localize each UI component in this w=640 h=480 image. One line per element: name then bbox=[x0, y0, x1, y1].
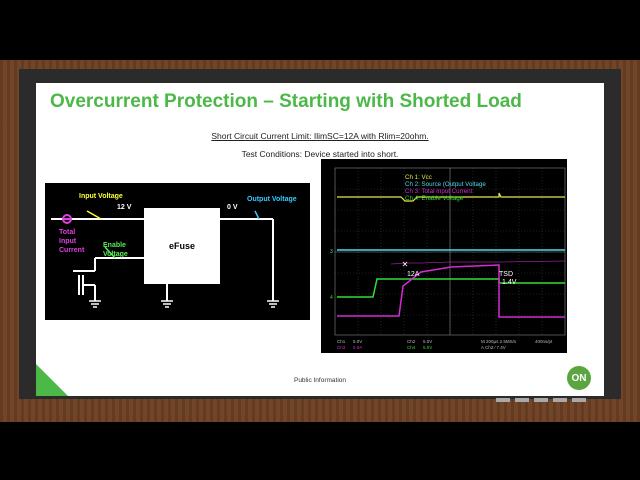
corner-accent bbox=[36, 364, 68, 396]
status-ch1-label: Ch1 bbox=[337, 339, 346, 344]
total-input-current-label-2: Input bbox=[59, 238, 77, 245]
chalk-tray-3 bbox=[534, 398, 548, 402]
on-semiconductor-logo: ON bbox=[567, 366, 591, 390]
marker-ch3: 3 bbox=[330, 249, 333, 255]
status-ch3-label: Ch3 bbox=[337, 345, 346, 350]
annotation-tsd: TSD bbox=[499, 271, 513, 278]
chalk-tray-2 bbox=[515, 398, 529, 402]
output-voltage-label: Output Voltage bbox=[247, 196, 297, 203]
output-voltage-value: 0 V bbox=[227, 204, 238, 211]
test-conditions-text: Test Conditions: Device started into sho… bbox=[241, 149, 399, 159]
footer-public-information: Public Information bbox=[293, 377, 347, 384]
status-timebase: M 200µs 2.5MS/s bbox=[481, 339, 517, 344]
annotation-12a: 12A bbox=[407, 271, 420, 278]
annotation-tsd-voltage: 1.4V bbox=[502, 279, 517, 286]
total-input-current-label-1: Total bbox=[59, 229, 75, 236]
current-limit-text: Short Circuit Current Limit: IlimSC=12A … bbox=[211, 131, 429, 141]
chalk-tray-4 bbox=[553, 398, 567, 402]
chalkboard-frame: Overcurrent Protection – Starting with S… bbox=[0, 60, 640, 422]
enable-voltage-label-2: Voltage bbox=[103, 251, 128, 258]
svg-text:✕: ✕ bbox=[402, 260, 409, 269]
efuse-schematic: eFuse Input Voltage 12 V 0 V Output Volt… bbox=[45, 183, 310, 320]
marker-ch4: 4 bbox=[330, 295, 333, 301]
status-ch4-value: 5.0V bbox=[423, 345, 432, 350]
chalk-tray-1 bbox=[496, 398, 510, 402]
video-board: Overcurrent Protection – Starting with S… bbox=[19, 69, 621, 399]
input-voltage-label: Input Voltage bbox=[79, 193, 123, 200]
legend-ch4: Ch 4: Enable Voltage bbox=[405, 195, 464, 202]
legend-ch2: Ch 2: Source (Output Voltage bbox=[405, 181, 486, 188]
chalk-tray-5 bbox=[572, 398, 586, 402]
status-ch3-value: 5.0A bbox=[353, 345, 362, 350]
status-trigger: A Ch2 ∕ 7.4V bbox=[481, 345, 506, 350]
input-voltage-value: 12 V bbox=[117, 204, 132, 211]
status-ch2-value: 5.0V bbox=[423, 339, 432, 344]
slide-title: Overcurrent Protection – Starting with S… bbox=[50, 91, 522, 112]
enable-voltage-label-1: Enable bbox=[103, 242, 126, 249]
status-ch1-value: 5.0V bbox=[353, 339, 362, 344]
total-input-current-label-3: Current bbox=[59, 247, 85, 254]
legend-ch1: Ch 1: Vcc bbox=[405, 174, 432, 181]
presentation-slide: Overcurrent Protection – Starting with S… bbox=[36, 83, 604, 396]
efuse-block-label: eFuse bbox=[169, 241, 195, 251]
status-ch4-label: Ch4 bbox=[407, 345, 416, 350]
status-ch2-label: Ch2 bbox=[407, 339, 416, 344]
status-resolution: 400ns/pt bbox=[535, 339, 553, 344]
oscilloscope-capture: ✕ Ch 1: Vcc Ch 2: Source (Output Voltage… bbox=[321, 159, 567, 353]
legend-ch3: Ch 3: Total Input Current bbox=[405, 188, 473, 195]
